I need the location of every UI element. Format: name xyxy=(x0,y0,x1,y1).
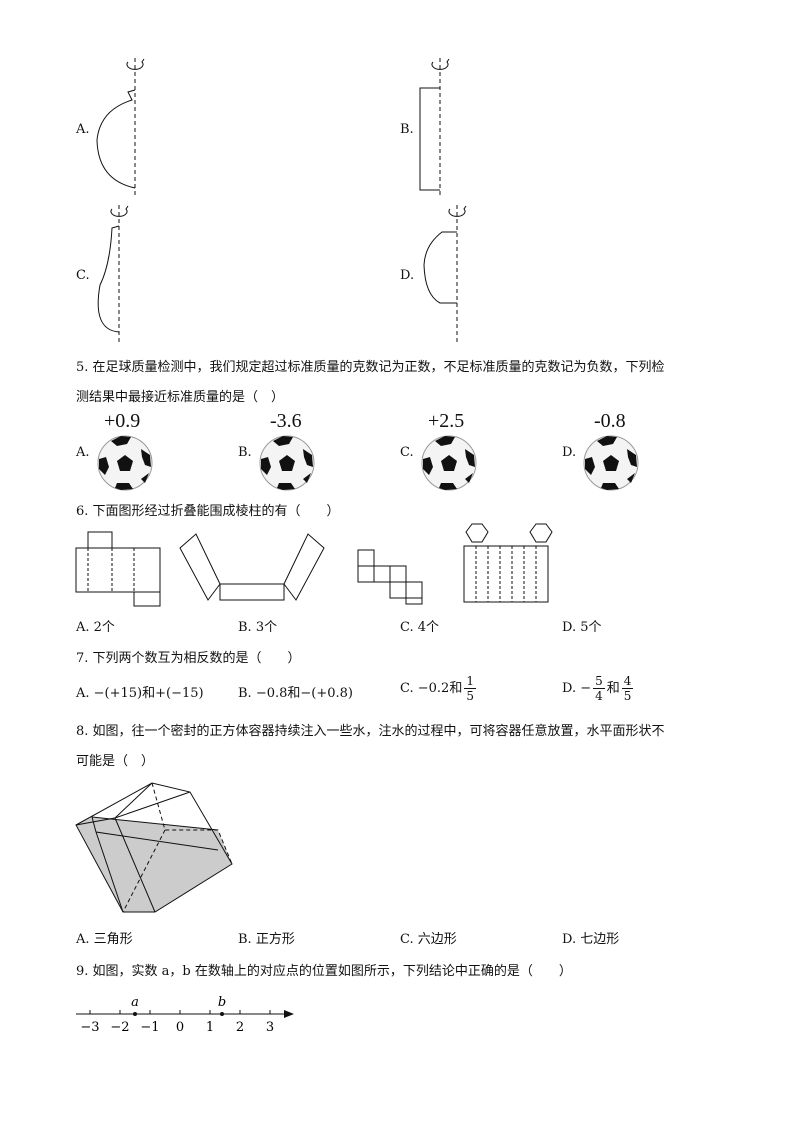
q6-option-c: C. 4个 xyxy=(400,620,440,635)
q5-stem-line1: 5. 在足球质量检测中，我们规定超过标准质量的克数记为正数，不足标准质量的克数记… xyxy=(76,360,665,375)
denominator: 5 xyxy=(623,689,632,703)
q4-figures xyxy=(96,58,467,342)
figure-d xyxy=(423,205,467,342)
q4-option-b: B. xyxy=(400,122,414,137)
q8-option-b: B. 正方形 xyxy=(238,932,295,947)
q5-option-a-letter: A. xyxy=(76,445,90,460)
q6-nets xyxy=(75,523,553,607)
q8-option-c: C. 六边形 xyxy=(400,932,457,947)
figure-c xyxy=(97,205,129,342)
q5-option-c-letter: C. xyxy=(400,445,414,460)
point-a xyxy=(133,1012,137,1016)
q5-option-b-value: -3.6 xyxy=(270,410,302,432)
point-b xyxy=(220,1012,224,1016)
axis-tick-label: 2 xyxy=(236,1020,244,1035)
point-label-b: b xyxy=(218,995,226,1010)
q5-stem-line2: 测结果中最接近标准质量的是（ ） xyxy=(76,390,285,405)
net-3 xyxy=(357,549,423,605)
axis-arrow xyxy=(284,1010,294,1018)
q7-d-text: D. − xyxy=(562,681,592,696)
axis-tick-label: 0 xyxy=(176,1020,184,1035)
numerator: 5 xyxy=(593,674,605,689)
point-label-a: a xyxy=(131,995,139,1010)
axis-tick-label: −1 xyxy=(140,1020,159,1035)
numerator: 1 xyxy=(464,674,476,689)
q8-option-d: D. 七边形 xyxy=(562,932,620,947)
net-1 xyxy=(75,531,161,607)
figure-b xyxy=(419,58,450,198)
q7-option-b: B. −0.8和−(+0.8) xyxy=(238,686,353,701)
q5-option-b-letter: B. xyxy=(238,445,252,460)
q8-option-a: A. 三角形 xyxy=(76,932,133,947)
q4-option-d: D. xyxy=(400,268,415,283)
q7-c-text: C. −0.2和 xyxy=(400,681,463,696)
q4-option-c: C. xyxy=(76,268,90,283)
figure-a xyxy=(96,58,145,198)
axis-tick-label: −2 xyxy=(110,1020,129,1035)
q6-stem: 6. 下面图形经过折叠能围成棱柱的有（ ） xyxy=(76,504,340,519)
number-line: −3 −2 −1 0 1 2 3 a b xyxy=(76,995,294,1035)
net-2 xyxy=(179,533,325,601)
q5-option-c-value: +2.5 xyxy=(428,410,465,432)
q7-option-a: A. −(+15)和+(−15) xyxy=(76,686,204,701)
q5-option-a-value: +0.9 xyxy=(104,410,141,432)
axis-tick-label: −3 xyxy=(80,1020,99,1035)
q5-option-d-value: -0.8 xyxy=(594,410,626,432)
axis-tick-label: 1 xyxy=(206,1020,214,1035)
q6-option-d: D. 5个 xyxy=(562,620,602,635)
q7-d-and: 和 xyxy=(606,681,620,696)
q5-option-d-letter: D. xyxy=(562,445,577,460)
q4-option-a: A. xyxy=(76,122,90,137)
q8-stem-line2: 可能是（ ） xyxy=(76,754,155,769)
q9-stem: 9. 如图，实数 a，b 在数轴上的对应点的位置如图所示，下列结论中正确的是（ … xyxy=(76,964,572,979)
net-4 xyxy=(463,523,553,603)
denominator: 5 xyxy=(466,689,474,703)
q7-stem: 7. 下列两个数互为相反数的是（ ） xyxy=(76,651,301,666)
q6-option-b: B. 3个 xyxy=(238,620,278,635)
q8-stem-line1: 8. 如图，往一个密封的正方体容器持续注入一些水，注水的过程中，可将容器任意放置… xyxy=(76,724,665,739)
cube-figure xyxy=(75,782,233,913)
denominator: 4 xyxy=(595,689,603,703)
numerator: 4 xyxy=(621,674,634,689)
axis-tick-label: 3 xyxy=(266,1020,274,1035)
q6-option-a: A. 2个 xyxy=(76,620,115,635)
